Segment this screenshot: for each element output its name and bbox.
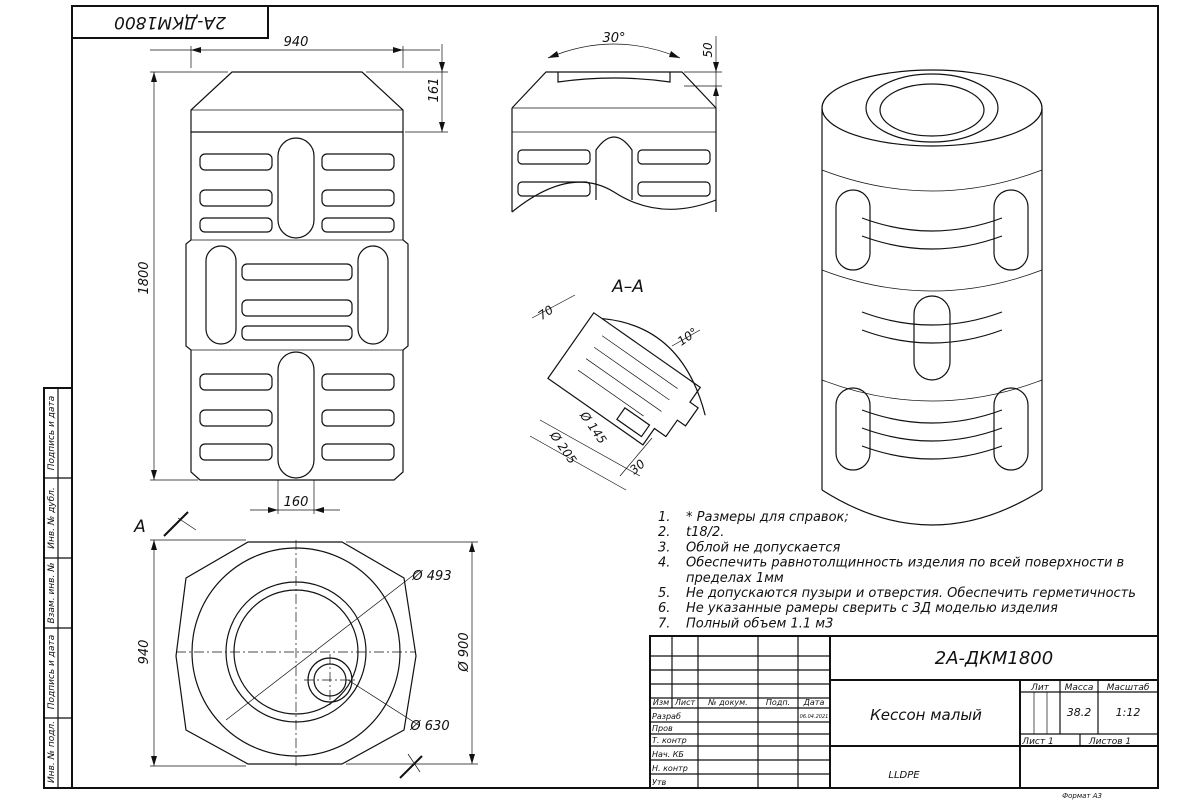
side-label-sign-2: Подпись и дата xyxy=(47,396,57,471)
note-number: 7. xyxy=(658,616,670,631)
title-scale: 1:12 xyxy=(1116,706,1141,719)
top-detail-view xyxy=(511,36,722,213)
title-sheets: Листов 1 xyxy=(1088,737,1131,747)
note-text: Облой не допускается xyxy=(686,540,841,555)
dim-angle-30: 30° xyxy=(602,31,625,46)
title-name: Кессон малый xyxy=(870,706,982,724)
side-label-sign-1: Подпись и дата xyxy=(47,635,57,710)
dim-160: 160 xyxy=(284,495,309,510)
note-text: Не допускаются пузыри и отверстия. Обесп… xyxy=(686,586,1136,601)
title-designation: 2А-ДКМ1800 xyxy=(935,648,1053,669)
format-label: Формат А3 xyxy=(1062,792,1102,800)
title-material: LLDPE xyxy=(888,770,920,781)
side-label-vzam: Взам. инв. № xyxy=(47,562,57,623)
side-label-inv-podl: Инв. № подл. xyxy=(47,721,57,783)
section-dims xyxy=(529,294,701,491)
note-number: 5. xyxy=(658,586,670,601)
row-razrab: Разраб xyxy=(652,712,681,721)
row-nachkb: Нач. КБ xyxy=(652,750,684,759)
plan-view xyxy=(150,511,478,779)
title-mass-label: Масса xyxy=(1065,683,1094,693)
col-list: Лист xyxy=(674,698,696,707)
dim-section-10deg: 10° xyxy=(675,325,700,349)
isometric-view xyxy=(821,69,1043,526)
row-prov: Пров xyxy=(652,724,673,733)
dim-d900: Ø 900 xyxy=(457,632,472,672)
dim-161: 161 xyxy=(427,78,442,103)
side-strip: Инв. № подл. Подпись и дата Взам. инв. №… xyxy=(43,387,73,789)
row-date: 06.04.2021 xyxy=(800,714,829,720)
note-number: 6. xyxy=(658,601,670,616)
note-text: Полный объем 1.1 м3 xyxy=(686,616,833,631)
side-label-inv-dubl: Инв. № дубл. xyxy=(47,487,57,549)
note-number: 3. xyxy=(658,540,670,555)
dim-940-top: 940 xyxy=(284,35,309,50)
dim-1800: 1800 xyxy=(137,261,152,294)
title-sheet: Лист 1 xyxy=(1021,737,1053,747)
front-view xyxy=(150,44,448,514)
stamp-text: 2А-ДКМ1800 xyxy=(114,12,226,32)
note-text: Обеспечить равнотолщинность изделия по в… xyxy=(686,556,1124,571)
col-sign: Подп. xyxy=(766,698,790,707)
note-number: 2. xyxy=(658,525,670,540)
note-text: пределах 1мм xyxy=(686,571,784,586)
dim-50: 50 xyxy=(701,42,715,58)
title-mass: 38.2 xyxy=(1067,706,1092,719)
note-number: 1. xyxy=(658,510,670,525)
dim-d630: Ø 630 xyxy=(409,719,449,734)
dim-section-30: 30 xyxy=(627,456,648,477)
row-nkontr: Н. контр xyxy=(652,764,688,773)
row-utv: Утв xyxy=(652,778,667,787)
note-text: Не указанные рамеры сверить с 3Д моделью… xyxy=(686,601,1058,616)
sheet-frame xyxy=(71,5,1159,789)
col-doc: № докум. xyxy=(707,698,747,707)
title-lit-label: Лит xyxy=(1030,683,1050,693)
section-aa xyxy=(547,311,706,446)
note-text: * Размеры для справок; xyxy=(686,510,849,525)
note-number: 4. xyxy=(658,556,670,571)
view-label-a: А xyxy=(133,517,146,537)
section-label: А–А xyxy=(611,277,644,297)
dim-section-145: Ø 145 xyxy=(577,408,610,446)
row-tkontr: Т. контр xyxy=(652,736,687,745)
dim-section-205: Ø 205 xyxy=(547,428,580,466)
col-date: Дата xyxy=(803,698,825,707)
title-scale-label: Масштаб xyxy=(1107,683,1150,693)
title-block xyxy=(649,635,1159,789)
stamp-box xyxy=(71,5,269,39)
note-text: t18/2. xyxy=(686,525,724,540)
dim-d493: Ø 493 xyxy=(411,569,451,584)
dim-section-70: 70 xyxy=(535,302,556,322)
notes: 1. * Размеры для справок; 2. t18/2. 3. Облой … xyxy=(658,510,1136,631)
col-izm: Изм xyxy=(653,698,669,707)
dim-940-side: 940 xyxy=(137,640,152,665)
